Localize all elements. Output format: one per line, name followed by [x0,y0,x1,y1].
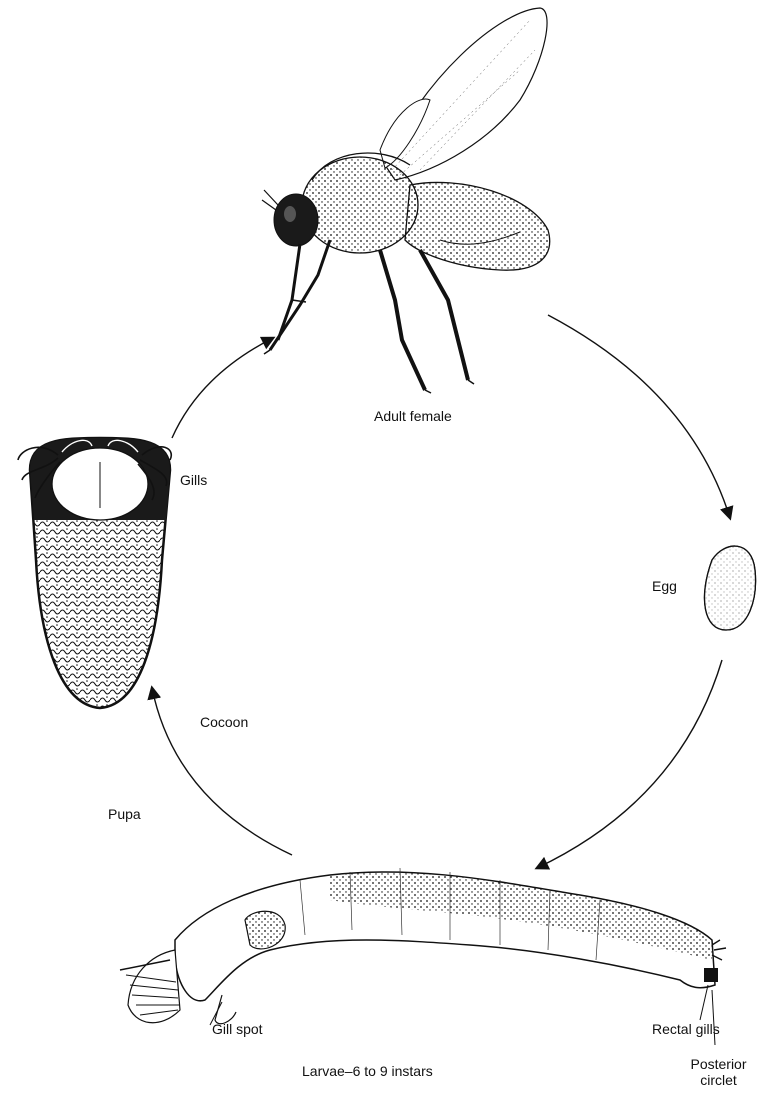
label-gill-spot: Gill spot [212,1021,263,1037]
larva-illustration [120,868,726,1045]
label-cocoon: Cocoon [200,714,248,730]
label-gills: Gills [180,472,207,488]
label-pupa: Pupa [108,806,141,822]
adult-female-illustration [262,8,550,393]
arrow-pupa-to-adult [172,338,273,438]
label-posterior-line1: Posterior [680,1056,757,1072]
arrow-adult-to-egg [548,315,730,518]
label-adult-female: Adult female [374,408,452,424]
egg-illustration [704,546,755,630]
arrow-egg-to-larva [537,660,722,868]
label-larvae: Larvae–6 to 9 instars [302,1063,433,1079]
pupa-cocoon-illustration [18,438,171,708]
label-egg: Egg [652,578,677,594]
label-posterior-line2: circlet [680,1072,757,1088]
label-posterior-circlet: Posterior circlet [680,1056,757,1088]
label-rectal-gills: Rectal gills [652,1021,720,1037]
